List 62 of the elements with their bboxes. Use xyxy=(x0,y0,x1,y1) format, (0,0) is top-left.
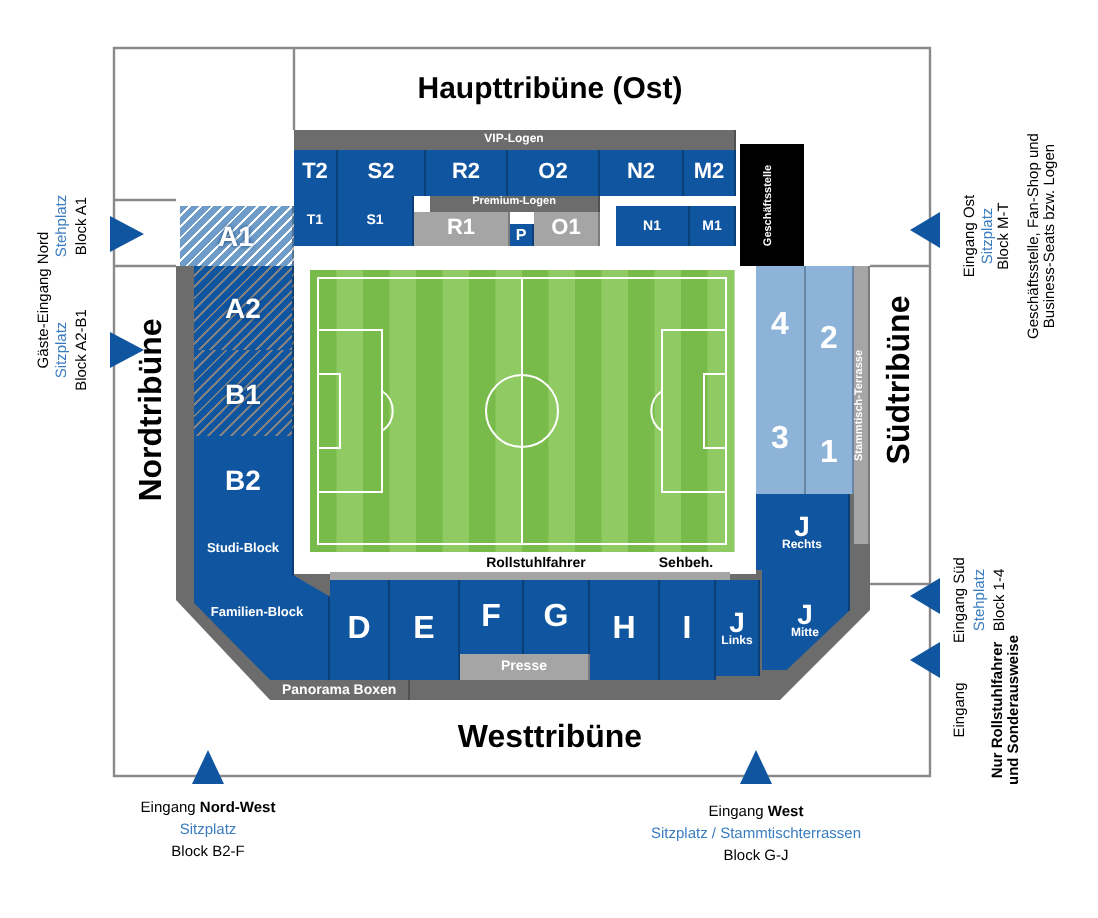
seating-block xyxy=(740,144,804,266)
block-label: 2 xyxy=(820,324,838,356)
seating-block xyxy=(684,150,736,196)
block-label: A2 xyxy=(225,294,261,322)
seating-block xyxy=(756,494,850,570)
seating-block xyxy=(590,580,660,680)
seating-block xyxy=(294,150,338,196)
seating-block xyxy=(660,580,716,680)
seating-block xyxy=(194,350,294,436)
block-label: D xyxy=(347,614,371,646)
seating-block xyxy=(338,150,426,196)
seating-band xyxy=(414,212,510,246)
seating-block xyxy=(508,150,600,196)
block-label: O2 xyxy=(538,162,568,184)
seating-band xyxy=(430,196,600,212)
block-label: E xyxy=(413,614,435,646)
block-label: J xyxy=(797,600,813,628)
seating-band xyxy=(854,266,870,544)
block-label: 1 xyxy=(820,438,838,470)
block-label: J xyxy=(794,512,810,540)
stand-title: Haupttribüne (Ost) xyxy=(417,74,683,106)
block-label: P xyxy=(515,227,527,243)
seating-block xyxy=(330,580,390,680)
block-label: J xyxy=(729,608,745,636)
block-label: G xyxy=(543,601,569,633)
seating-band xyxy=(460,654,590,680)
block-label: 4 xyxy=(771,309,789,341)
seating-block xyxy=(616,206,690,246)
block-label: 3 xyxy=(771,423,789,455)
seating-block xyxy=(756,384,806,494)
block-label: S2 xyxy=(367,162,395,184)
block-label: B1 xyxy=(225,379,261,407)
seating-block xyxy=(390,580,460,680)
seating-block xyxy=(510,224,534,246)
seating-block xyxy=(194,266,294,350)
seating-block xyxy=(426,150,508,196)
seating-block xyxy=(600,150,684,196)
seating-block xyxy=(806,414,854,494)
block-label: N2 xyxy=(626,162,656,184)
seating-band xyxy=(294,130,736,150)
stand-title: Südtribüne xyxy=(885,295,919,465)
seating-block xyxy=(460,580,524,654)
seating-block xyxy=(690,206,736,246)
block-label: F xyxy=(481,601,501,633)
seating-block xyxy=(716,580,760,676)
block-label: M2 xyxy=(693,162,725,184)
seating-block xyxy=(338,196,414,246)
stand-title: Nordtribüne xyxy=(137,318,171,502)
seating-block xyxy=(194,436,294,524)
stand-title: Westtribüne xyxy=(457,723,643,757)
block-label: B2 xyxy=(225,466,261,494)
seating-block xyxy=(806,266,854,414)
seating-block xyxy=(524,580,590,654)
block-label: I xyxy=(682,614,692,646)
block-label: R1 xyxy=(446,218,476,240)
block-label: O1 xyxy=(551,218,581,240)
block-label: R2 xyxy=(451,162,481,184)
seating-block xyxy=(294,196,338,246)
block-label: H xyxy=(612,614,636,646)
seating-band xyxy=(534,212,600,246)
block-label: T2 xyxy=(302,162,328,184)
seating-block xyxy=(756,266,806,384)
